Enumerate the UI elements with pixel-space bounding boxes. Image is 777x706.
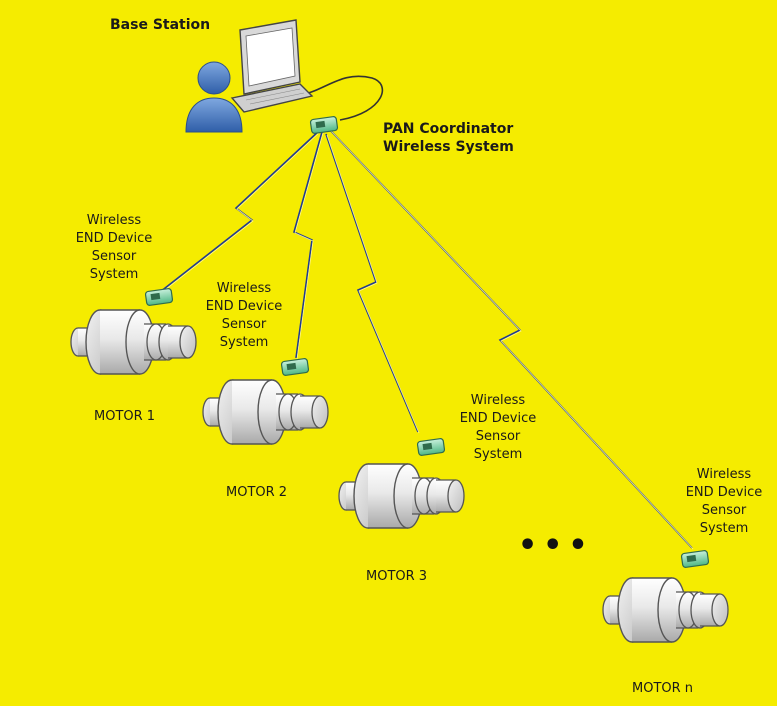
end-device-label-line: Wireless [470, 393, 526, 408]
end-device-label-line: System [219, 335, 269, 350]
usb-cable [295, 75, 384, 121]
end-device-label-1: Wireless END Device Sensor System [66, 212, 162, 284]
end-device-label-3: Wireless END Device Sensor System [450, 392, 546, 464]
link-to-motor-3 [325, 133, 419, 433]
motor-3-caption: MOTOR 3 [366, 569, 428, 584]
motor-n-icon [602, 577, 729, 643]
end-device-label-line: System [699, 521, 749, 536]
link-to-motor-2 [293, 131, 323, 359]
motor-1-caption: MOTOR 1 [94, 409, 156, 424]
end-device-label-line: END Device [205, 299, 283, 314]
sensor-device-1-icon [144, 288, 174, 306]
end-device-label-line: System [89, 267, 139, 282]
sensor-device-n-icon [680, 550, 710, 568]
end-device-label-line: Sensor [475, 429, 521, 444]
end-device-label-line: Sensor [91, 249, 137, 264]
end-device-label-line: END Device [75, 231, 153, 246]
pan-coordinator-label-line2: Wireless System [383, 139, 514, 155]
end-device-label-line: Wireless [216, 281, 272, 296]
pan-coordinator-label: PAN Coordinator Wireless System [383, 120, 514, 156]
end-device-label-n: Wireless END Device Sensor System [676, 466, 772, 538]
laptop-icon [230, 19, 314, 113]
sensor-device-2-icon [280, 358, 310, 376]
user-icon [185, 61, 243, 133]
motor-3-icon [338, 463, 465, 529]
end-device-label-line: System [473, 447, 523, 462]
end-device-label-line: Sensor [221, 317, 267, 332]
pan-coordinator-label-line1: PAN Coordinator [383, 121, 514, 137]
end-device-label-line: Wireless [696, 467, 752, 482]
base-station-label: Base Station [110, 17, 211, 33]
end-device-label-line: END Device [685, 485, 763, 500]
end-device-label-line: Wireless [86, 213, 142, 228]
sensor-device-3-icon [416, 438, 446, 456]
pan-coordinator-device-icon [309, 116, 339, 134]
motor-2-icon [202, 379, 329, 445]
more-motors-ellipsis: ••• [518, 528, 594, 563]
motor-n-caption: MOTOR n [632, 681, 694, 696]
end-device-label-line: Sensor [701, 503, 747, 518]
motor-2-caption: MOTOR 2 [226, 485, 288, 500]
end-device-label-line: END Device [459, 411, 537, 426]
end-device-label-2: Wireless END Device Sensor System [196, 280, 292, 352]
motor-1-icon [70, 309, 197, 375]
